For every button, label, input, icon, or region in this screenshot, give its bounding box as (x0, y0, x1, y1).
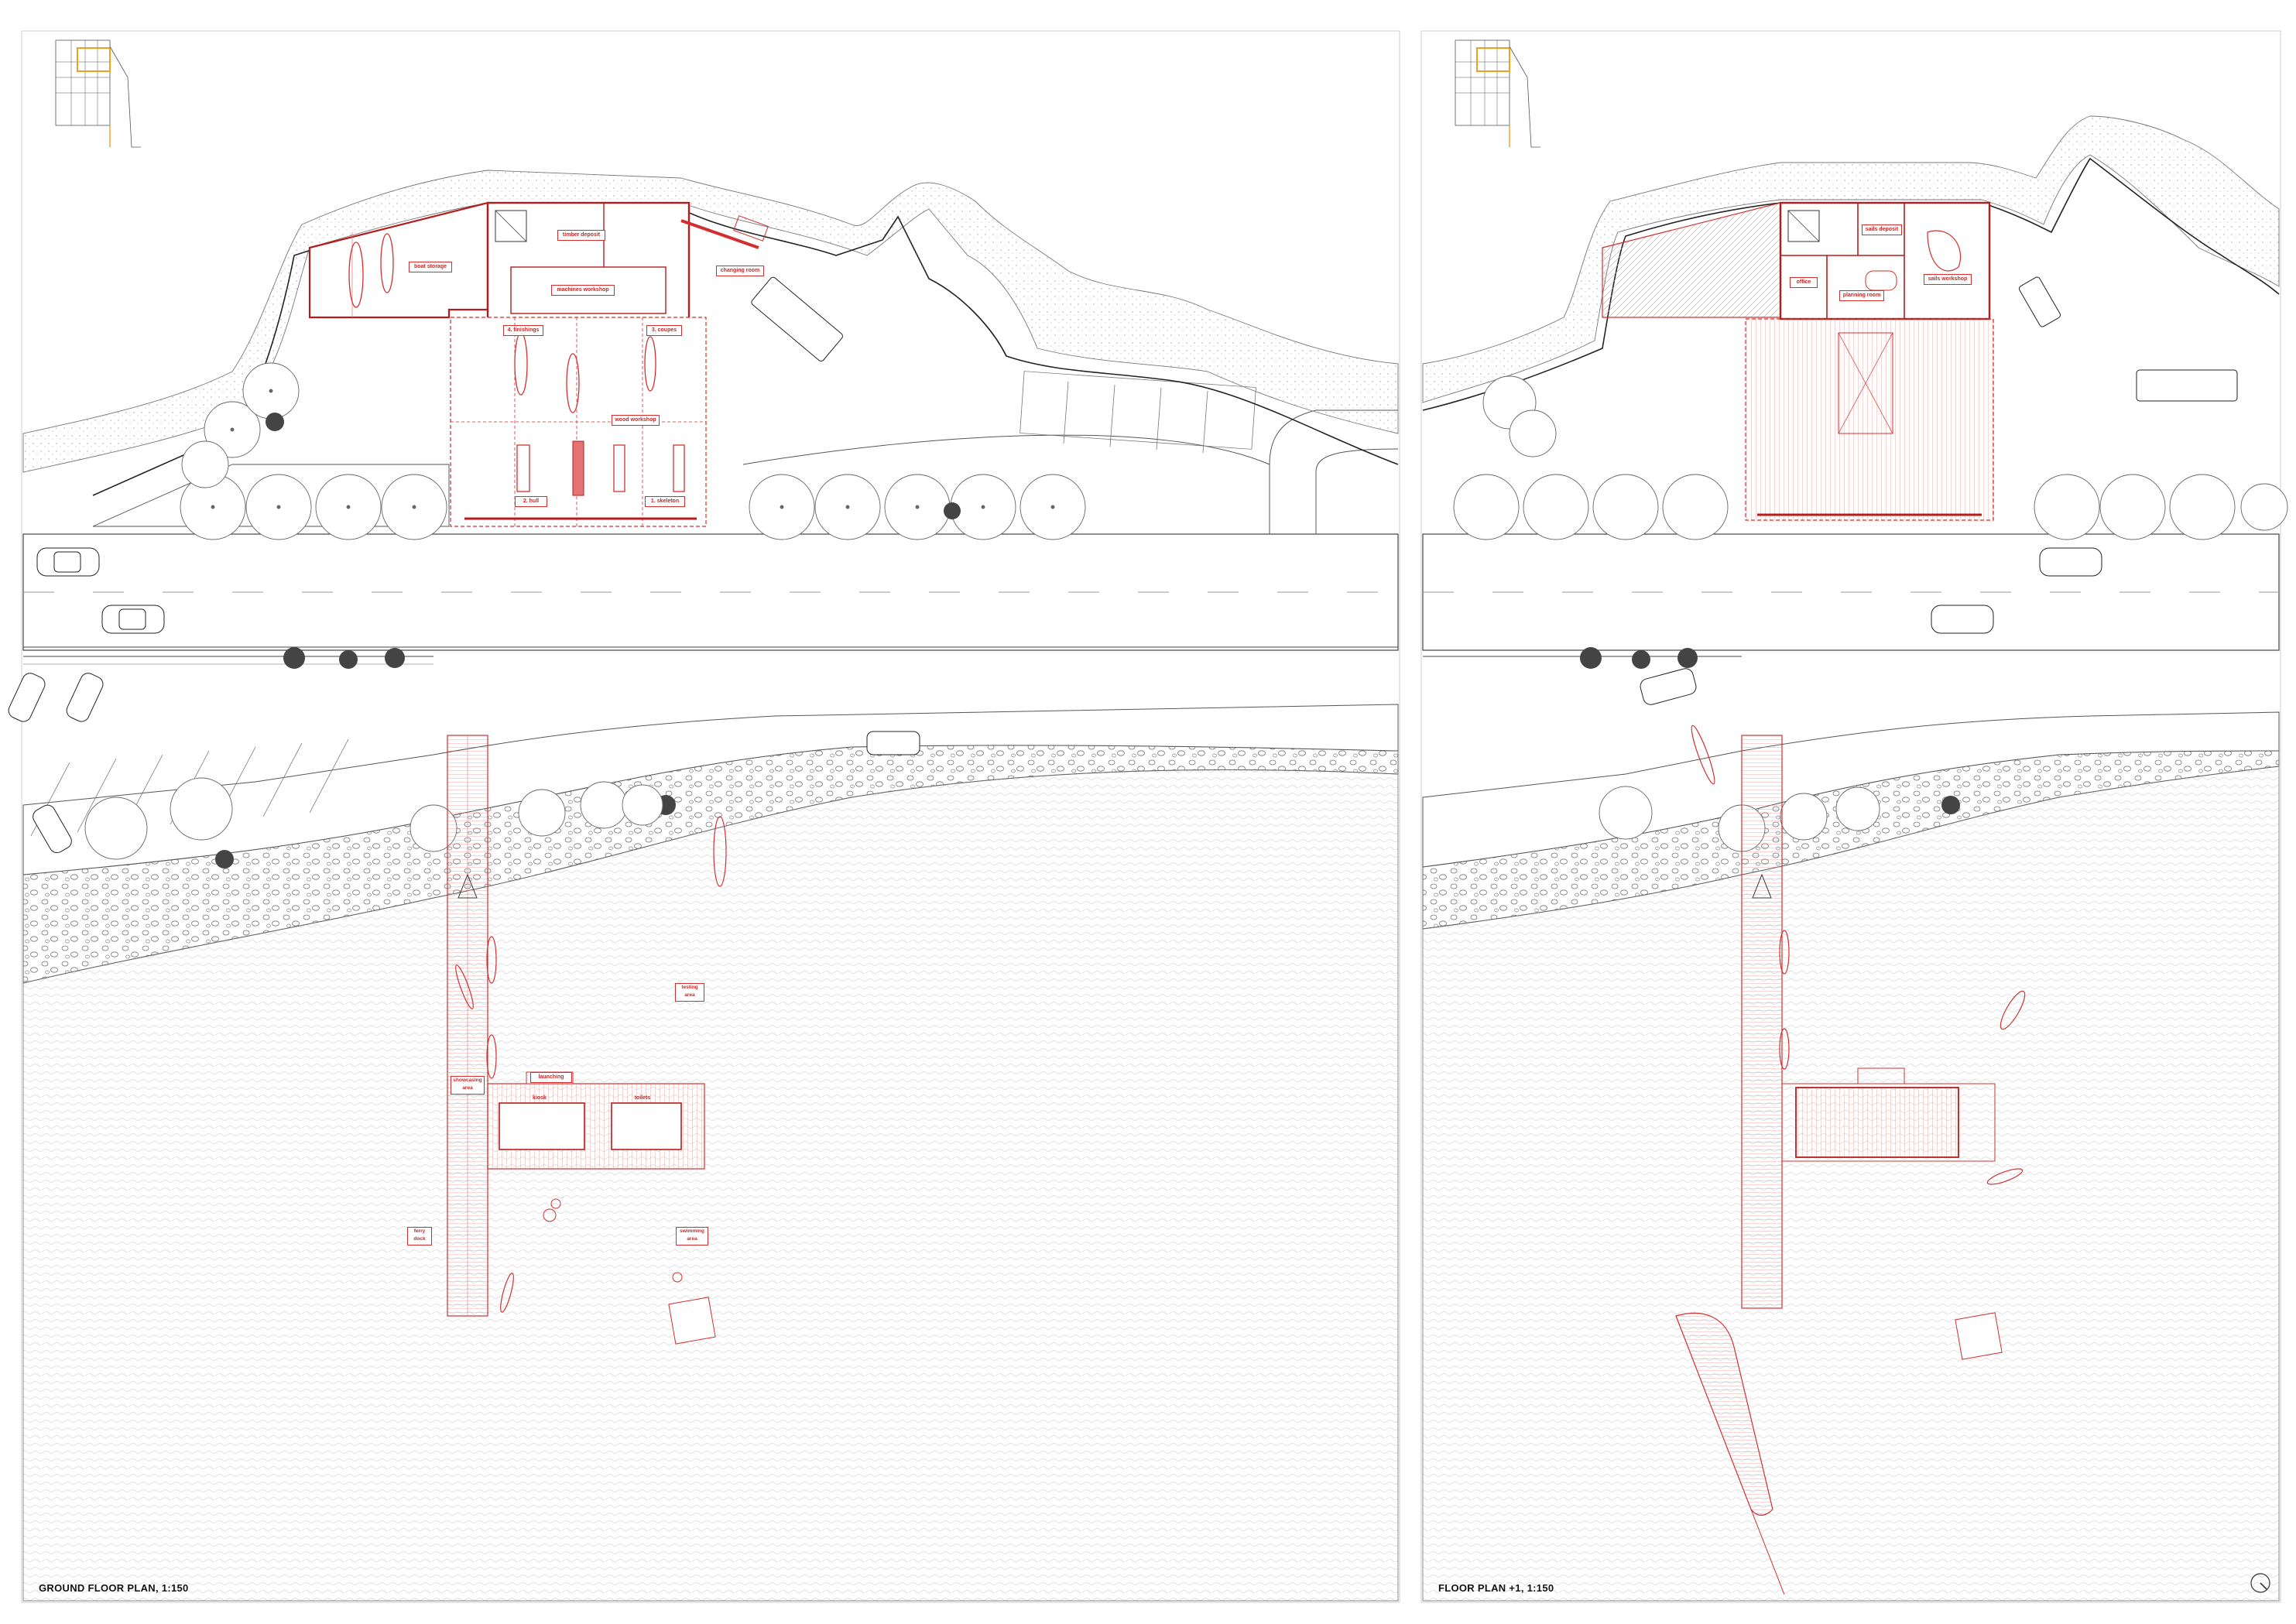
rock-slope-upper (1422, 115, 2280, 403)
label-testing-area: testing area (675, 983, 704, 1002)
tree-cluster-west (181, 362, 300, 488)
dark-shrubs-upper (1580, 647, 1960, 814)
upper-parking (1019, 371, 1256, 454)
ground-floor-title: GROUND FLOOR PLAN, 1:150 (39, 1582, 189, 1594)
cars-upper (1640, 276, 2238, 705)
label-sails-deposit: sails deposit (1862, 224, 1902, 235)
label-swimming-area: swimming area (676, 1227, 708, 1245)
upper-road-edge (742, 434, 1270, 465)
label-changing-room: changing room (716, 266, 764, 276)
parked-cars (8, 673, 104, 854)
floating-pavilion (487, 1071, 705, 1170)
access-road-curve (1269, 409, 1398, 534)
label-skeleton: 1. skeleton (645, 496, 685, 507)
delivery-truck (751, 276, 843, 362)
ground-floor-plan (8, 30, 1400, 1603)
swimming-raft-upper (1955, 1312, 2003, 1360)
car-topview-2 (101, 605, 165, 634)
label-ferry-dock: ferry dock (407, 1227, 432, 1245)
upper-floor-title: FLOOR PLAN +1, 1:150 (1438, 1582, 1554, 1594)
label-timber-deposit: timber deposit (557, 230, 605, 241)
label-kiosk: kiosk (533, 1095, 547, 1101)
label-boat-storage: boat storage (409, 262, 452, 272)
label-showcasing-area: showcasing area (451, 1076, 485, 1095)
pier-upper (1741, 735, 1783, 1309)
label-office: office (1790, 277, 1818, 288)
label-planning-room: planning room (1839, 290, 1884, 301)
kayaks (455, 816, 727, 1313)
key-plan-icon (55, 39, 141, 148)
boatbuilding-workshop (308, 201, 769, 527)
north-arrow-icon (2250, 1573, 2270, 1593)
label-hull: 2. hull (515, 496, 547, 507)
pier (447, 735, 488, 1317)
access-road-inner-edge (1315, 448, 1399, 534)
pickup-car (866, 731, 920, 755)
ferry-boat (1675, 1312, 1785, 1595)
tree-row-north (180, 474, 1086, 540)
rock-ridge-line (92, 207, 1399, 496)
label-wood-workshop: wood workshop (612, 415, 660, 426)
label-sails-workshop: sails workshop (1924, 274, 1972, 285)
label-toilets: toilets (634, 1095, 651, 1101)
car-topview-1 (36, 547, 100, 577)
key-plan-icon-upper (1455, 39, 1540, 148)
rock-slope (22, 170, 1399, 473)
road-upper (1422, 533, 2280, 657)
tree-row-south (84, 777, 663, 860)
upper-building (1745, 201, 1994, 521)
label-coupes: 3. coupes (646, 325, 682, 336)
tree-row-upper (1453, 375, 2288, 852)
swimmers (543, 1198, 683, 1283)
label-finishings: 4. finishings (503, 325, 543, 336)
pavilion-roof-upper (1781, 1067, 1996, 1162)
upper-floor-plan (1420, 30, 2288, 1603)
boats-upper (1691, 725, 2026, 1185)
label-launching: launching (530, 1072, 572, 1083)
label-machines-workshop: machines workshop (551, 285, 615, 296)
swimming-raft (668, 1297, 716, 1345)
main-road (22, 533, 1399, 665)
